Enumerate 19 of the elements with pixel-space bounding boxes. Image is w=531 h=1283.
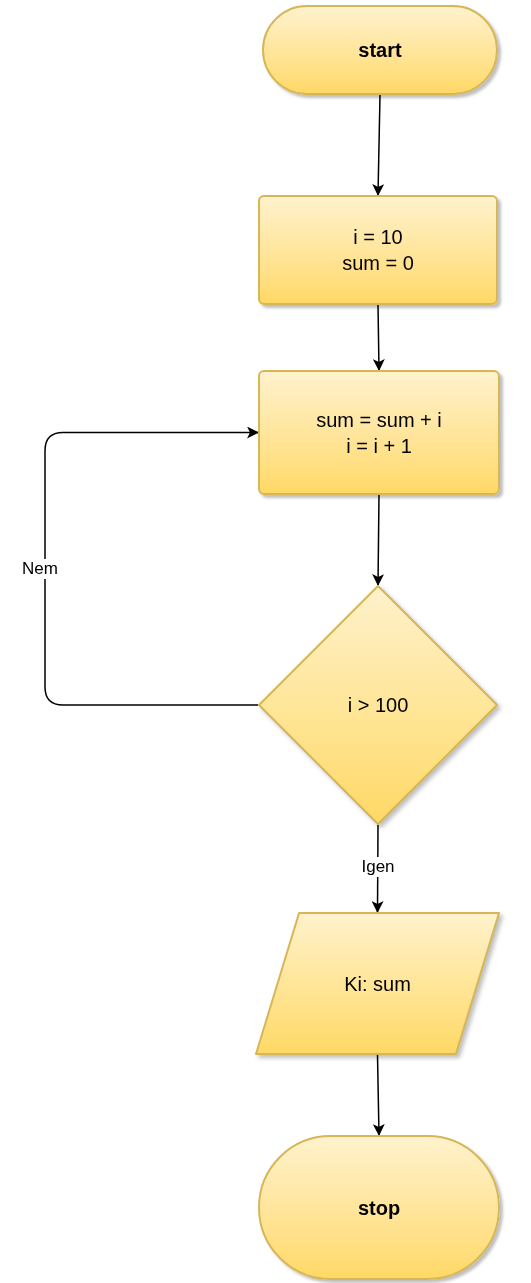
node-text: sum = sum + i: [316, 407, 442, 433]
node-text: i > 100: [347, 693, 409, 718]
node-text: i = i + 1: [346, 433, 412, 459]
process-box: [258, 370, 500, 495]
process-box: [258, 195, 498, 305]
edge-label: Nem: [20, 558, 60, 579]
arrow: [44, 426, 259, 706]
arrow: [372, 94, 385, 196]
terminal-stadium: [262, 5, 498, 95]
node-text: start: [358, 38, 402, 63]
arrow: [372, 494, 385, 586]
arrow: [372, 1054, 385, 1136]
arrow: [372, 304, 385, 371]
node-text: i = 10: [353, 225, 403, 250]
io-parallelogram: [255, 912, 500, 1055]
node-text: sum = 0: [342, 251, 414, 276]
node-text: Ki: sum: [344, 971, 411, 997]
decision-diamond: [258, 585, 498, 825]
node-text: stop: [357, 1195, 401, 1221]
